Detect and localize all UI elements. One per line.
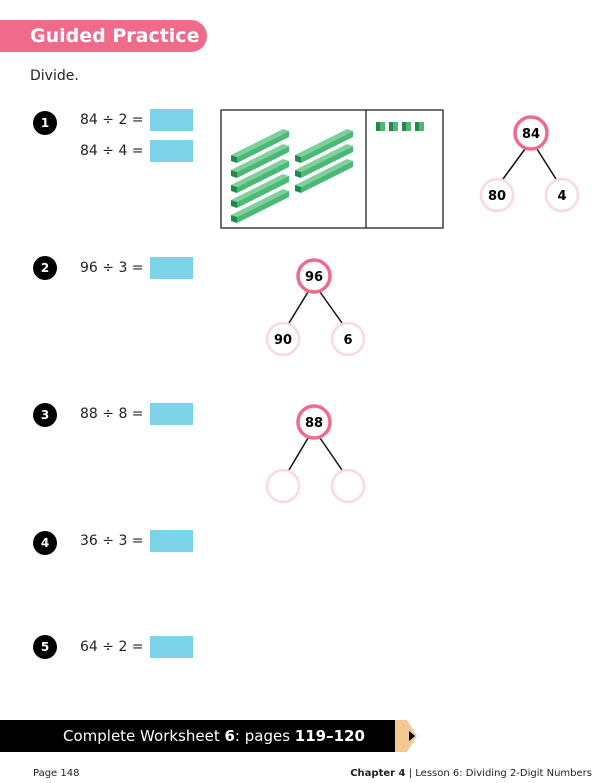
page-range: 119–120 bbox=[294, 727, 365, 745]
ones-cube bbox=[402, 122, 411, 131]
ones-cube bbox=[389, 122, 398, 131]
place-value-mat bbox=[220, 109, 444, 229]
bond-part bbox=[265, 321, 301, 357]
bond-whole bbox=[513, 115, 549, 151]
tens-rod bbox=[295, 159, 353, 193]
ones-cube bbox=[376, 122, 385, 131]
ones-cube bbox=[415, 122, 424, 131]
equation-row: 84 ÷ 2 = bbox=[80, 109, 193, 131]
bond-part-value: 90 bbox=[274, 333, 292, 348]
bond-part bbox=[479, 177, 515, 213]
equation-row: 96 ÷ 3 = bbox=[80, 257, 193, 279]
bond-part bbox=[330, 321, 366, 357]
equation-text: 84 ÷ 4 = bbox=[80, 143, 144, 159]
problem-number: 2 bbox=[33, 256, 57, 280]
section-header: Guided Practice bbox=[0, 20, 207, 52]
answer-box[interactable] bbox=[149, 109, 193, 131]
problem-number: 3 bbox=[33, 403, 57, 427]
tens-rod bbox=[231, 129, 289, 163]
bond-whole bbox=[296, 404, 332, 440]
bond-part bbox=[544, 177, 580, 213]
equation-text: 88 ÷ 8 = bbox=[80, 406, 144, 422]
diagrams: 84 80 4 96 90 6 88 bbox=[220, 109, 580, 504]
answer-box[interactable] bbox=[149, 403, 193, 425]
problem-number: 4 bbox=[33, 531, 57, 555]
tens-rod bbox=[295, 144, 353, 178]
answer-box[interactable] bbox=[149, 636, 193, 658]
equation-text: 64 ÷ 2 = bbox=[80, 639, 144, 655]
answer-box[interactable] bbox=[149, 257, 193, 279]
bond-part-value: 6 bbox=[343, 333, 352, 348]
number-bond: 96 90 6 bbox=[265, 258, 366, 357]
bond-part-value: 80 bbox=[488, 189, 506, 204]
chapter-title: Chapter 4 bbox=[350, 768, 406, 779]
equation-row: 36 ÷ 3 = bbox=[80, 530, 193, 552]
problem-number: 1 bbox=[33, 111, 57, 135]
answer-box[interactable] bbox=[149, 140, 193, 162]
lesson-title: Lesson 6: Dividing 2-Digit Numbers bbox=[415, 768, 592, 779]
answer-box[interactable] bbox=[149, 530, 193, 552]
pencil-tip-icon bbox=[395, 720, 417, 752]
equation-text: 36 ÷ 3 = bbox=[80, 533, 144, 549]
separator: | bbox=[405, 768, 416, 779]
page-number: Page 148 bbox=[33, 768, 80, 779]
worksheet-number: 6 bbox=[224, 727, 235, 745]
equation-row: 84 ÷ 4 = bbox=[80, 140, 193, 162]
equation-row: 64 ÷ 2 = bbox=[80, 636, 193, 658]
bond-whole-value: 88 bbox=[305, 416, 323, 431]
bond-part[interactable] bbox=[265, 468, 301, 504]
tens-rod bbox=[231, 189, 289, 223]
bond-whole-value: 96 bbox=[305, 270, 323, 285]
bond-whole bbox=[296, 258, 332, 294]
bond-part[interactable] bbox=[330, 468, 366, 504]
tens-rod bbox=[231, 159, 289, 193]
banner-text: : pages bbox=[234, 727, 295, 745]
number-bond: 84 80 4 bbox=[479, 115, 580, 213]
equation-row: 88 ÷ 8 = bbox=[80, 403, 193, 425]
number-bond: 88 bbox=[265, 404, 366, 504]
banner-text: Complete Worksheet bbox=[63, 727, 225, 745]
equation-text: 84 ÷ 2 = bbox=[80, 112, 144, 128]
bond-part-value: 4 bbox=[557, 189, 566, 204]
tens-rod bbox=[231, 174, 289, 208]
instruction: Divide. bbox=[30, 68, 79, 84]
equation-text: 96 ÷ 3 = bbox=[80, 260, 144, 276]
problem-number: 5 bbox=[33, 635, 57, 659]
worksheet-banner: Complete Worksheet 6: pages 119–120 bbox=[0, 720, 395, 752]
bond-whole-value: 84 bbox=[522, 127, 540, 142]
tens-rod bbox=[231, 144, 289, 178]
chapter-label: Chapter 4 | Lesson 6: Dividing 2-Digit N… bbox=[350, 768, 592, 779]
tens-rod bbox=[295, 129, 353, 163]
